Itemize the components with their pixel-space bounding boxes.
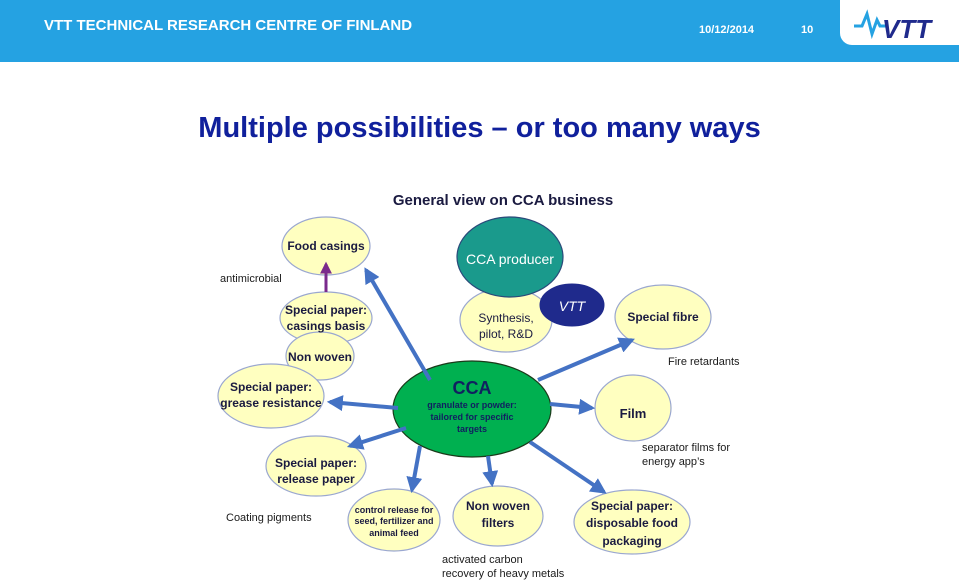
bubble-food-packaging (573, 489, 691, 555)
label-food-casings: Food casings (287, 239, 365, 253)
label-fire-retardants: Fire retardants (668, 356, 740, 368)
page-title: Multiple possibilities – or too many way… (198, 112, 761, 144)
label-producer: CCA producer (466, 251, 554, 267)
bubble-producer (456, 216, 564, 298)
diagram-subtitle: General view on CCA business (392, 192, 614, 209)
vtt-logo: VTT (840, 0, 959, 45)
label-non-woven: Non woven (287, 350, 352, 364)
bubble-grease (217, 363, 325, 429)
label-casings-basis: Special paper:casings basis (284, 303, 368, 333)
arrow-filters (482, 455, 499, 488)
label-synthesis: Synthesis,pilot, R&D (478, 311, 534, 341)
arrow-food-packaging (528, 440, 607, 494)
bubble-control (347, 488, 441, 552)
vtt-logo-text: VTT (882, 14, 933, 44)
slide-date: 10/12/2014 (699, 24, 755, 36)
bubble-vtt (539, 283, 605, 327)
label-special-fibre: Special fibre (627, 310, 699, 324)
label-cca: CCA granulate or powder: tailored for sp… (427, 378, 517, 434)
arrow-release (346, 426, 407, 450)
label-film: Film (619, 406, 647, 421)
bubble-release (265, 435, 367, 497)
header-bar: VTT TECHNICAL RESEARCH CENTRE OF FINLAND… (0, 0, 959, 62)
label-grease: Special paper:grease resistance (220, 380, 322, 410)
bubble-special-fibre (614, 284, 712, 350)
arrow-control (406, 445, 423, 494)
arrow-special-fibre (537, 337, 635, 382)
arrow-grease (326, 395, 399, 412)
label-coating-pigments: Coating pigments (226, 512, 312, 524)
vtt-logo-icon: VTT (854, 9, 933, 44)
bubble-non-woven (285, 331, 355, 381)
label-vtt: VTT (558, 298, 586, 314)
label-antimicrobial: antimicrobial (220, 273, 282, 285)
label-release: Special paper:release paper (274, 456, 358, 486)
arrow-food-casings (364, 267, 432, 382)
slide-number: 10 (801, 24, 814, 36)
arrow-film (549, 398, 596, 415)
org-name: VTT TECHNICAL RESEARCH CENTRE OF FINLAND (44, 17, 413, 34)
